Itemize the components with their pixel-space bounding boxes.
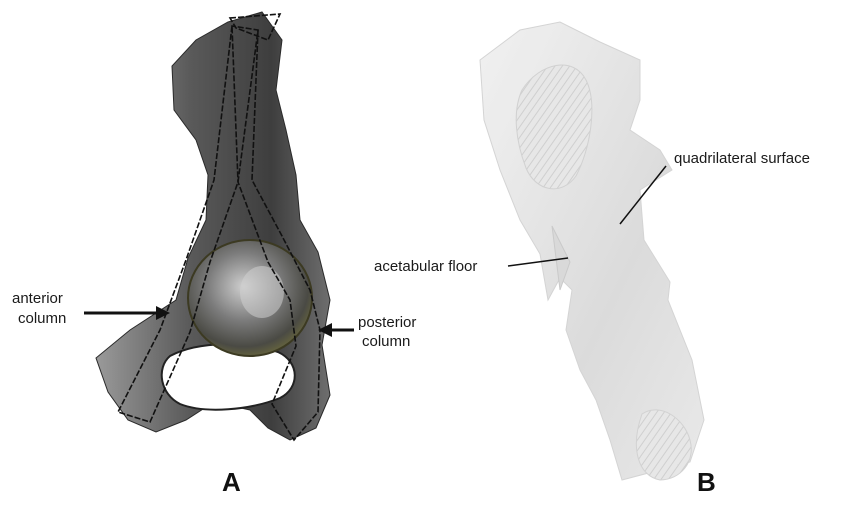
anterior-column-label-line2: column <box>18 310 66 327</box>
panel-label-b: B <box>697 467 716 497</box>
posterior-column-label-line1: posterior <box>358 314 416 331</box>
anterior-column-arrow <box>84 306 170 320</box>
hip-bone-lateral-view <box>96 12 330 440</box>
anterior-column-label-line1: anterior <box>12 290 63 307</box>
hip-bone-medial-view <box>480 22 704 480</box>
panel-label-a: A <box>222 467 241 497</box>
acetabular-floor-label: acetabular floor <box>374 258 477 275</box>
medial-bone-silhouette <box>480 22 704 480</box>
acetabular-fossa-highlight <box>240 266 284 318</box>
obturator-foramen <box>162 344 295 409</box>
posterior-column-label-line2: column <box>362 333 410 350</box>
quadrilateral-surface-label: quadrilateral surface <box>674 150 810 167</box>
